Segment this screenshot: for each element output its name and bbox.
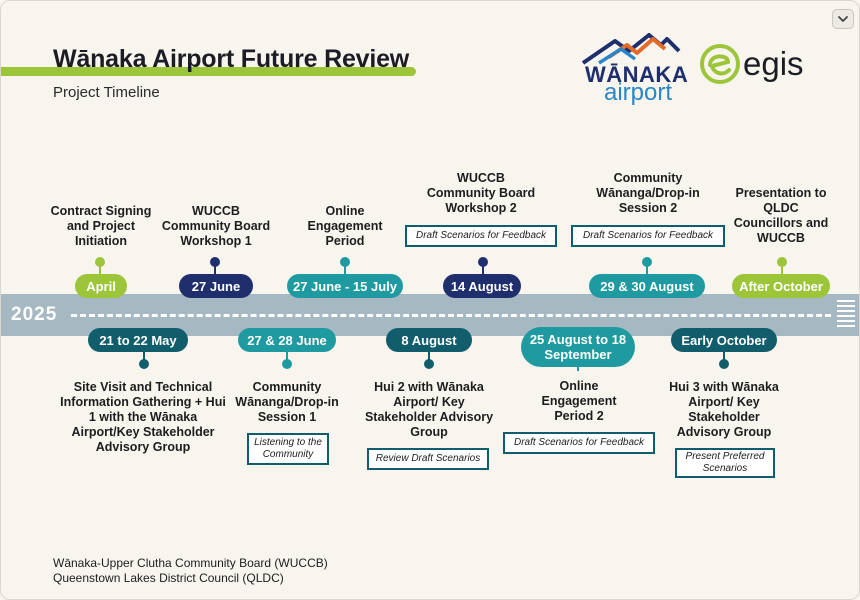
milestone-date-pill: 27 June	[179, 274, 253, 298]
milestone-dot	[210, 257, 220, 267]
milestone-title: Online Engagement Period 2	[541, 379, 617, 423]
milestone-date-pill: 27 & 28 June	[238, 328, 336, 352]
milestone-stem	[723, 352, 725, 360]
milestone-title: WUCCB Community Board Workshop 1	[161, 204, 271, 248]
milestone-dot	[642, 257, 652, 267]
milestone-title: Community Wānanga/Drop-in Session 1	[235, 380, 339, 424]
milestone-stem	[286, 352, 288, 360]
milestone-title: Community Wānanga/Drop-in Session 2	[596, 171, 700, 215]
milestone-stem	[344, 264, 346, 274]
milestone-dot	[340, 257, 350, 267]
page-title: Wānaka Airport Future Review	[53, 45, 410, 73]
milestone-stem	[646, 264, 648, 274]
footnote-qldc: Queenstown Lakes District Council (QLDC)	[53, 571, 284, 585]
milestone-dot	[95, 257, 105, 267]
milestone-date-pill: 25 August to 18 September	[521, 327, 635, 367]
milestone-stem	[143, 352, 145, 360]
milestone-dot	[139, 359, 149, 369]
milestone-title: Hui 3 with Wānaka Airport/ Key Stakehold…	[669, 380, 779, 439]
milestone-dot	[777, 257, 787, 267]
timeline-year: 2025	[11, 304, 58, 325]
milestone-dot	[424, 359, 434, 369]
egis-logo-icon	[700, 44, 740, 84]
milestone-stem	[577, 367, 579, 371]
milestone-stem	[482, 264, 484, 274]
milestone-note: Draft Scenarios for Feedback	[571, 225, 725, 247]
milestone-dot	[719, 359, 729, 369]
milestone-dot	[478, 257, 488, 267]
milestone-date-pill: 29 & 30 August	[589, 274, 705, 298]
milestone-stem	[781, 264, 783, 274]
footnote-wuccb: Wānaka-Upper Clutha Community Board (WUC…	[53, 556, 328, 570]
milestone-title: Contract Signing and Project Initiation	[50, 204, 152, 248]
milestone-title: Site Visit and Technical Information Gat…	[60, 380, 226, 454]
milestone-date-pill: 21 to 22 May	[88, 328, 188, 352]
wanaka-airport-logo-icon	[581, 33, 681, 65]
timeline-end-stripes	[835, 297, 857, 333]
chevron-down-icon	[838, 16, 848, 22]
milestone-date-pill: 14 August	[443, 274, 521, 298]
milestone-date-pill: After October	[732, 274, 830, 298]
milestone-note: Listening to the Community	[247, 433, 329, 465]
airport-wordmark: airport	[604, 79, 673, 106]
milestone-title: WUCCB Community Board Workshop 2	[426, 171, 536, 215]
milestone-note: Draft Scenarios for Feedback	[503, 432, 655, 454]
collapse-button[interactable]	[832, 9, 854, 29]
milestone-date-pill: April	[75, 274, 127, 298]
title-underline	[1, 67, 416, 76]
milestone-note: Review Draft Scenarios	[367, 448, 489, 470]
egis-wordmark: egis	[743, 45, 804, 82]
milestone-title: Presentation to QLDC Councillors and WUC…	[733, 186, 829, 245]
milestone-stem	[428, 352, 430, 360]
milestone-title: Online Engagement Period	[307, 204, 383, 248]
milestone-note: Present Preferred Scenarios	[675, 448, 775, 478]
milestone-note: Draft Scenarios for Feedback	[405, 225, 557, 247]
timeline-dashed-line	[71, 314, 831, 317]
milestone-date-pill: Early October	[671, 328, 777, 352]
milestone-date-pill: 27 June - 15 July	[287, 274, 403, 298]
milestone-stem	[99, 264, 101, 274]
milestone-date-pill: 8 August	[386, 328, 472, 352]
milestone-dot	[282, 359, 292, 369]
milestone-title: Hui 2 with Wānaka Airport/ Key Stakehold…	[364, 380, 494, 439]
milestone-stem	[214, 264, 216, 274]
wanaka-wordmark: WĀNAKA	[585, 62, 689, 87]
page-subtitle: Project Timeline	[53, 84, 160, 101]
